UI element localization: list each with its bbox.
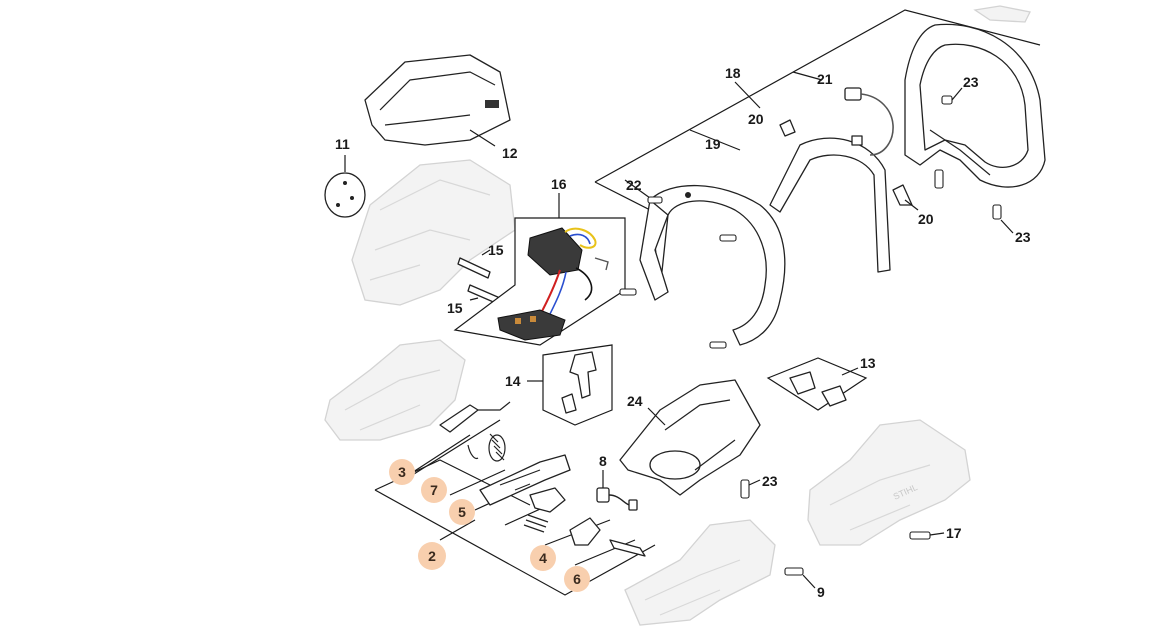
part-label-24: 24 [627, 393, 643, 409]
part-label-23a: 23 [963, 74, 979, 90]
part-label-21: 21 [817, 71, 833, 87]
part-23-screw-upper[interactable] [941, 87, 963, 105]
part-23-screw-mid[interactable] [934, 169, 944, 189]
leader-15a [481, 249, 491, 256]
ghost-housing-right: STIHL [807, 419, 971, 546]
badge-3[interactable]: 3 [389, 459, 415, 485]
leader-13 [841, 367, 859, 376]
part-15-clip-upper[interactable] [457, 257, 491, 279]
badge-5[interactable]: 5 [449, 499, 475, 525]
part-16-group-frame [453, 217, 626, 346]
part-7-spring[interactable] [467, 433, 506, 462]
svg-text:3: 3 [398, 464, 406, 480]
part-label-19: 19 [705, 136, 721, 152]
badge-2-selected[interactable]: 2 [418, 542, 446, 570]
part-20-clip-b[interactable] [892, 184, 913, 206]
part-23-screw-lower[interactable] [740, 479, 761, 499]
part-label-23b: 23 [1015, 229, 1031, 245]
part-18-rear-handle[interactable] [904, 23, 1046, 188]
ghost-housing-mid-left [324, 339, 466, 441]
part-6-pawl[interactable] [569, 517, 646, 557]
part-23-screw-right[interactable] [992, 204, 1014, 234]
leader-frame-18-19 [594, 9, 1041, 216]
part-13-pad-right[interactable] [821, 385, 847, 407]
leader-12 [469, 129, 496, 147]
part-19-rear-bow[interactable] [769, 137, 891, 273]
svg-text:7: 7 [430, 482, 438, 498]
part-13-pad-left[interactable] [789, 371, 816, 395]
part-3-lever[interactable] [439, 401, 511, 433]
part-9-screw[interactable] [784, 567, 816, 589]
part-label-8: 8 [599, 453, 607, 469]
part-label-20b: 20 [918, 211, 934, 227]
part-12-top-cover[interactable] [364, 54, 511, 146]
badge-6[interactable]: 6 [564, 566, 590, 592]
trigger-assembly-leaders [374, 419, 656, 596]
part-label-15a: 15 [488, 242, 504, 258]
badge-7[interactable]: 7 [421, 477, 447, 503]
part-22-screw[interactable] [619, 196, 737, 349]
part-24-lower-shell[interactable] [619, 379, 761, 496]
part-20-clip-a[interactable] [779, 119, 796, 137]
svg-text:4: 4 [539, 550, 547, 566]
part-label-20a: 20 [748, 111, 764, 127]
part-label-15b: 15 [447, 300, 463, 316]
leader-15b [469, 297, 479, 301]
part-17-screw[interactable] [909, 531, 945, 540]
badge-4[interactable]: 4 [530, 545, 556, 571]
part-label-16: 16 [551, 176, 567, 192]
part-label-12: 12 [502, 145, 518, 161]
part-label-14: 14 [505, 373, 521, 389]
part-label-11: 11 [335, 136, 350, 152]
part-label-23c: 23 [762, 473, 778, 489]
part-13-group-frame [766, 357, 868, 411]
leader-20b [904, 199, 919, 211]
part-16-control-module[interactable] [497, 227, 609, 341]
part-19-front-handle[interactable] [639, 184, 786, 346]
leader-24 [647, 407, 666, 426]
ghost-top-right-corner [973, 5, 1031, 23]
svg-text:2: 2 [428, 548, 436, 564]
svg-text:6: 6 [573, 571, 581, 587]
part-8-switch[interactable] [596, 487, 638, 511]
part-label-17: 17 [946, 525, 962, 541]
part-label-13: 13 [860, 355, 876, 371]
ghost-housing-bottom [624, 519, 776, 626]
part-5-slider[interactable] [479, 454, 571, 506]
part-label-9: 9 [817, 584, 825, 600]
ghost-housing-upper-left [351, 159, 516, 306]
part-4-latch[interactable] [523, 487, 566, 533]
part-label-18: 18 [725, 65, 741, 81]
part-11-disc[interactable] [324, 172, 366, 218]
part-14-lever[interactable] [561, 351, 597, 414]
part-21-cable[interactable] [844, 87, 894, 156]
svg-text:5: 5 [458, 504, 466, 520]
part-label-22: 22 [626, 177, 642, 193]
